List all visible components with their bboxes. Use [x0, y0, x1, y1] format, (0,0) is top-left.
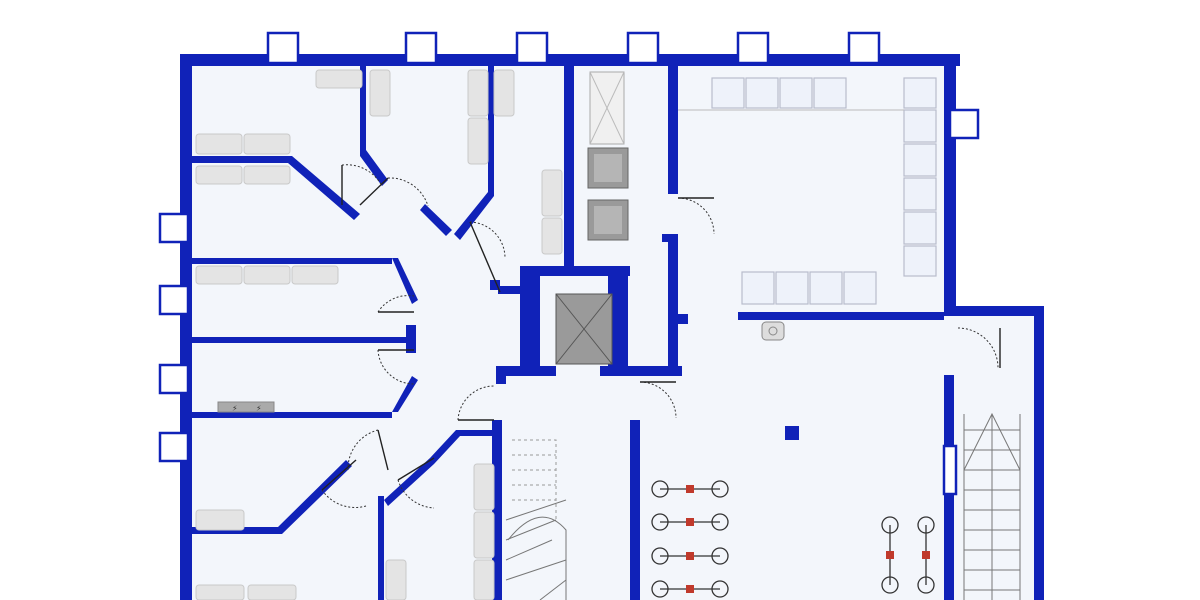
- window: [158, 212, 190, 244]
- window: [736, 31, 770, 65]
- bike-parking: [651, 480, 935, 598]
- window: [948, 108, 980, 140]
- furniture: [195, 69, 563, 600]
- kitchen-units: [587, 71, 629, 241]
- svg-text:⚡: ⚡: [232, 404, 238, 413]
- bicycle-icon: [651, 513, 729, 531]
- elevator-icon: [555, 293, 613, 365]
- staircase-right: [963, 412, 1021, 600]
- bicycle-icon: [651, 547, 729, 565]
- window: [266, 31, 300, 65]
- bicycle-icon: [651, 580, 729, 598]
- sink-icon: [761, 321, 785, 341]
- window: [158, 284, 190, 316]
- bicycle-icon: [917, 516, 935, 594]
- svg-text:⚡: ⚡: [256, 404, 262, 413]
- staircase-left: [505, 439, 567, 600]
- windows: [158, 31, 980, 496]
- window: [942, 444, 958, 496]
- window: [626, 31, 660, 65]
- window: [515, 31, 549, 65]
- bicycle-icon: [651, 480, 729, 498]
- column: [785, 426, 799, 440]
- window: [158, 363, 190, 395]
- interior-walls: [192, 64, 944, 600]
- window: [158, 431, 190, 463]
- electrical-panel-icon: ⚡ ⚡: [217, 401, 275, 413]
- seating-area: [678, 77, 937, 305]
- bicycle-icon: [881, 516, 899, 594]
- window: [847, 31, 881, 65]
- doors: [321, 164, 1001, 509]
- window: [404, 31, 438, 65]
